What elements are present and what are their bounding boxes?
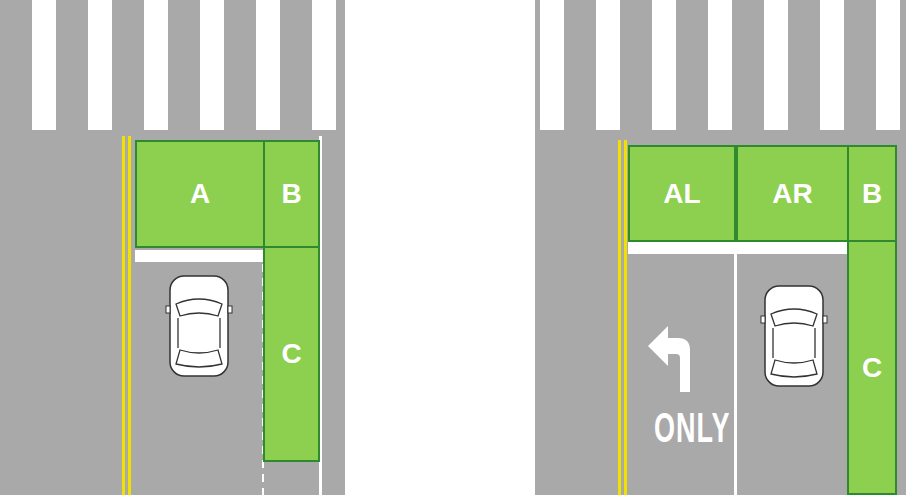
zone-letter: B xyxy=(281,180,301,208)
zone-box: AL xyxy=(628,145,736,242)
lane-marking-text: ONLY xyxy=(654,404,731,454)
zone-letter: AL xyxy=(663,180,700,208)
zone-box: B xyxy=(263,140,320,248)
zone-box: A xyxy=(135,140,265,248)
zone-box: C xyxy=(847,240,897,495)
zone-box: B xyxy=(847,145,897,242)
zone-box: C xyxy=(263,246,320,462)
zone-letter: C xyxy=(281,340,301,368)
zone-letter: B xyxy=(862,180,882,208)
zone-letter: C xyxy=(862,354,882,382)
zone-box: AR xyxy=(736,145,849,242)
zone-letter: A xyxy=(190,180,210,208)
zone-letter: AR xyxy=(772,180,812,208)
